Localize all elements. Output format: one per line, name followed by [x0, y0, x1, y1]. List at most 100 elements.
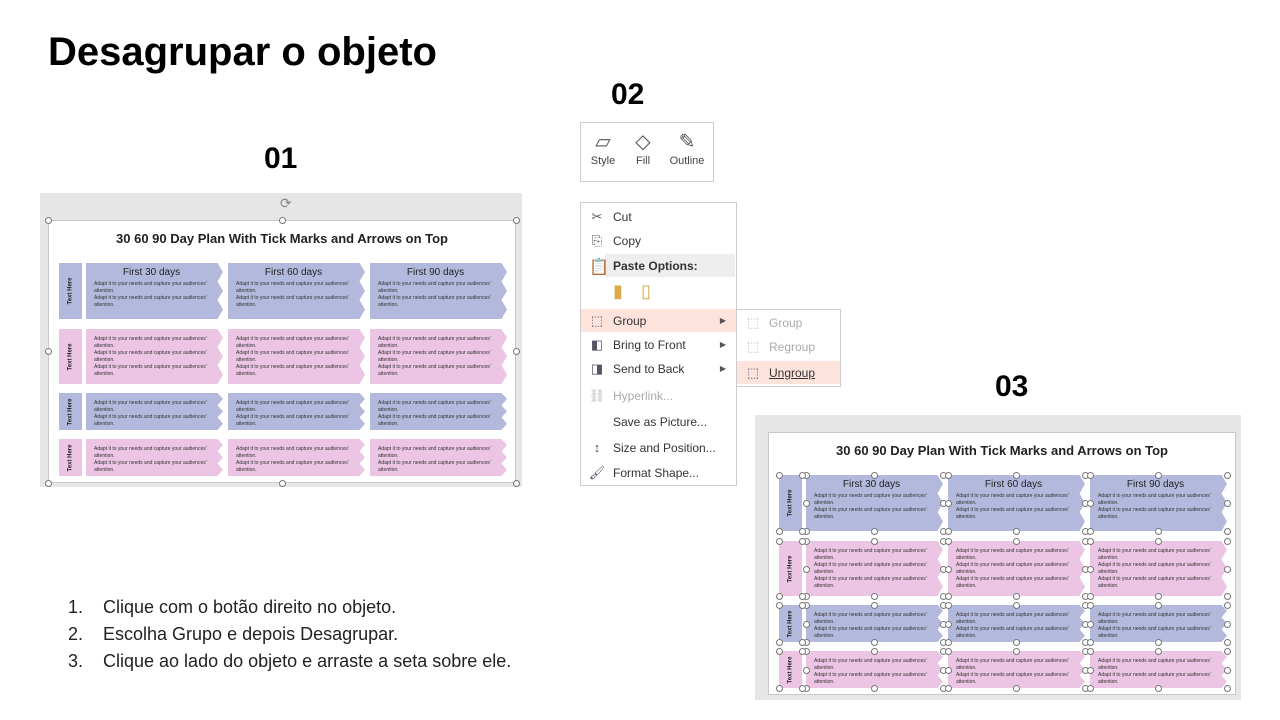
resize-handle[interactable] [1087, 593, 1094, 600]
resize-handle[interactable] [945, 666, 952, 674]
resize-handle[interactable] [1224, 593, 1231, 600]
resize-handle[interactable] [45, 217, 52, 224]
resize-handle[interactable] [945, 685, 952, 692]
resize-handle[interactable] [803, 565, 810, 573]
resize-handle[interactable] [1155, 685, 1162, 692]
resize-handle[interactable] [1013, 528, 1020, 535]
resize-handle[interactable] [1155, 538, 1162, 545]
resize-handle[interactable] [1087, 602, 1094, 609]
resize-handle[interactable] [1087, 648, 1094, 655]
resize-handle[interactable] [776, 528, 783, 535]
resize-handle[interactable] [1087, 472, 1094, 479]
submenu-item-group[interactable]: ⬚Group [737, 311, 840, 334]
menu-item-size-position[interactable]: ↕Size and Position... [581, 436, 736, 459]
outline-button[interactable]: ✎Outline [667, 129, 707, 167]
resize-handle[interactable] [1224, 685, 1231, 692]
resize-handle[interactable] [799, 639, 806, 646]
resize-handle[interactable] [1087, 538, 1094, 545]
resize-handle[interactable] [1087, 685, 1094, 692]
resize-handle[interactable] [871, 602, 878, 609]
resize-handle[interactable] [1155, 602, 1162, 609]
resize-handle[interactable] [513, 480, 520, 487]
resize-handle[interactable] [1013, 593, 1020, 600]
resize-handle[interactable] [945, 500, 952, 507]
resize-handle[interactable] [1087, 500, 1094, 507]
resize-handle[interactable] [1155, 593, 1162, 600]
resize-handle[interactable] [803, 500, 810, 507]
resize-handle[interactable] [1155, 639, 1162, 646]
resize-handle[interactable] [871, 593, 878, 600]
ungrouped-plan-object[interactable]: 30 60 90 Day Plan With Tick Marks and Ar… [768, 432, 1236, 695]
grouped-plan-object[interactable]: 30 60 90 Day Plan With Tick Marks and Ar… [45, 217, 520, 487]
rotate-handle-icon[interactable]: ⟳ [280, 195, 292, 211]
resize-handle[interactable] [803, 620, 810, 628]
resize-handle[interactable] [803, 666, 810, 674]
resize-handle[interactable] [945, 620, 952, 628]
resize-handle[interactable] [871, 472, 878, 479]
resize-handle[interactable] [945, 639, 952, 646]
resize-handle[interactable] [279, 480, 286, 487]
resize-handle[interactable] [45, 480, 52, 487]
resize-handle[interactable] [945, 472, 952, 479]
fill-button[interactable]: ◇Fill [623, 129, 663, 167]
resize-handle[interactable] [1155, 472, 1162, 479]
resize-handle[interactable] [776, 602, 783, 609]
menu-item-group[interactable]: ⬚Group▶ [581, 309, 736, 332]
resize-handle[interactable] [799, 528, 806, 535]
resize-handle[interactable] [945, 565, 952, 573]
resize-handle[interactable] [1087, 666, 1094, 674]
resize-handle[interactable] [799, 685, 806, 692]
resize-handle[interactable] [1224, 639, 1231, 646]
resize-handle[interactable] [1224, 620, 1231, 628]
resize-handle[interactable] [871, 648, 878, 655]
resize-handle[interactable] [1013, 472, 1020, 479]
resize-handle[interactable] [799, 648, 806, 655]
resize-handle[interactable] [871, 538, 878, 545]
resize-handle[interactable] [1224, 648, 1231, 655]
resize-handle[interactable] [871, 685, 878, 692]
resize-handle[interactable] [1155, 528, 1162, 535]
resize-handle[interactable] [871, 528, 878, 535]
resize-handle[interactable] [1013, 685, 1020, 692]
resize-handle[interactable] [799, 602, 806, 609]
resize-handle[interactable] [1155, 648, 1162, 655]
resize-handle[interactable] [513, 348, 520, 355]
resize-handle[interactable] [1013, 648, 1020, 655]
menu-item-cut[interactable]: ✂Cut [581, 205, 736, 228]
resize-handle[interactable] [1087, 528, 1094, 535]
resize-handle[interactable] [945, 593, 952, 600]
resize-handle[interactable] [945, 528, 952, 535]
resize-handle[interactable] [513, 217, 520, 224]
resize-handle[interactable] [1013, 602, 1020, 609]
menu-item-save-as-picture[interactable]: Save as Picture... [581, 410, 736, 433]
resize-handle[interactable] [45, 348, 52, 355]
resize-handle[interactable] [776, 648, 783, 655]
resize-handle[interactable] [776, 593, 783, 600]
resize-handle[interactable] [1224, 666, 1231, 674]
resize-handle[interactable] [1013, 538, 1020, 545]
resize-handle[interactable] [1087, 639, 1094, 646]
resize-handle[interactable] [1013, 639, 1020, 646]
resize-handle[interactable] [945, 602, 952, 609]
style-button[interactable]: ▱Style [583, 129, 623, 167]
resize-handle[interactable] [1224, 500, 1231, 507]
resize-handle[interactable] [1087, 620, 1094, 628]
resize-handle[interactable] [799, 472, 806, 479]
menu-item-format-shape[interactable]: 🖌Format Shape... [581, 461, 736, 484]
resize-handle[interactable] [799, 538, 806, 545]
resize-handle[interactable] [1087, 565, 1094, 573]
resize-handle[interactable] [1224, 528, 1231, 535]
resize-handle[interactable] [776, 685, 783, 692]
menu-item-send-to-back[interactable]: ◨Send to Back▶ [581, 357, 736, 380]
resize-handle[interactable] [1224, 472, 1231, 479]
resize-handle[interactable] [776, 538, 783, 545]
submenu-item-regroup[interactable]: ⬚Regroup [737, 335, 840, 358]
menu-item-bring-to-front[interactable]: ◧Bring to Front▶ [581, 333, 736, 356]
menu-item-hyperlink[interactable]: ⛓Hyperlink... [581, 384, 736, 407]
resize-handle[interactable] [1224, 538, 1231, 545]
menu-item-copy[interactable]: ⎘Copy [581, 229, 736, 252]
paste-keep-format-icon[interactable]: ▮ [613, 281, 623, 301]
resize-handle[interactable] [776, 472, 783, 479]
resize-handle[interactable] [279, 217, 286, 224]
resize-handle[interactable] [1224, 565, 1231, 573]
